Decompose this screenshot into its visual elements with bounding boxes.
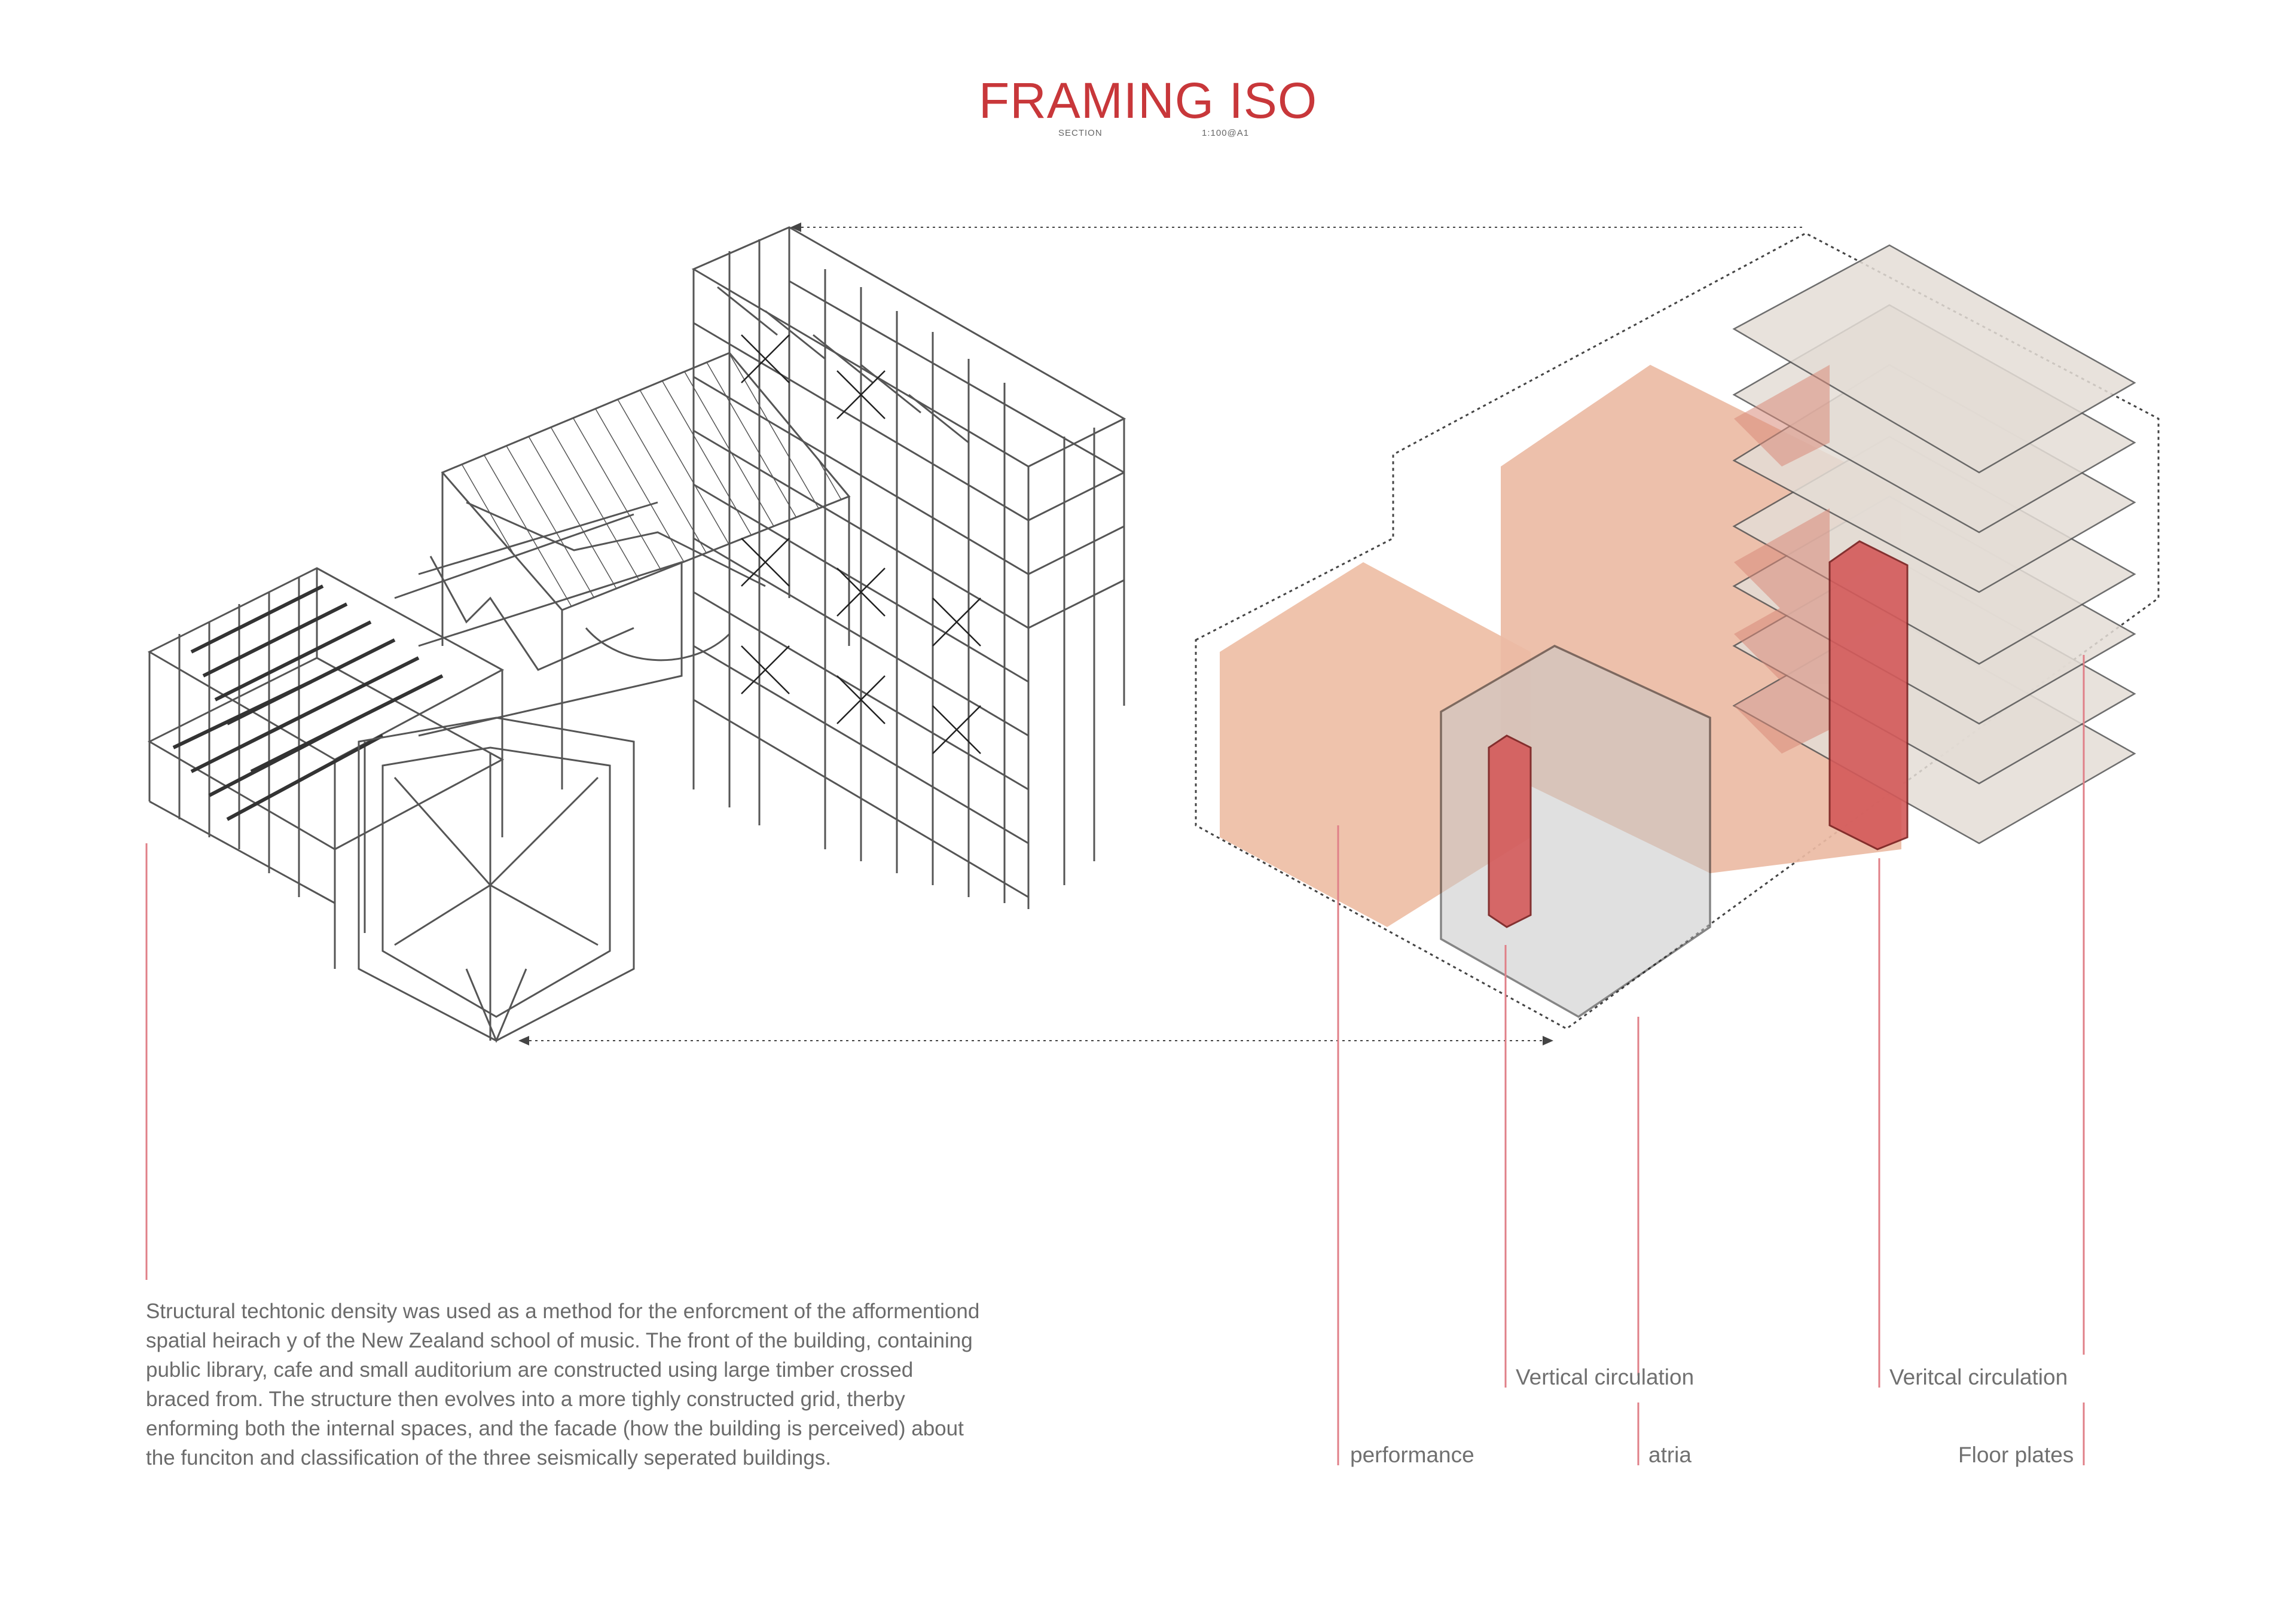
framing-iso-structure [147,226,1126,1043]
vertical-circulation-core-1 [1488,734,1532,928]
site-boundary [1195,232,2160,1030]
dimension-lines [523,227,1806,1041]
atria-volume [1440,645,1711,1019]
label-veritcal-circulation: Veritcal circulation [1889,1365,2068,1389]
rafter-roof [441,352,851,789]
front-roof-joists [172,584,444,821]
label-performance: performance [1350,1443,1474,1467]
program-diagram [1195,232,2160,1030]
front-building-frame [147,567,505,969]
label-atria: atria [1648,1443,1692,1467]
grid-tower-frame [691,226,1126,909]
dimension-arrowheads [518,222,1553,1045]
vertical-circulation-core-2 [1828,540,1909,850]
drawing-title: FRAMING ISO [978,72,1318,129]
section-label: SECTION [1058,128,1103,138]
description-paragraph: Structural techtonic density was used as… [146,1300,980,1469]
grid-tower-bracing [741,334,981,754]
scale-label: 1:100@A1 [1202,128,1250,138]
label-vertical-circulation: Vertical circulation [1516,1365,1694,1389]
floor-plate-overlaps [1734,365,1830,754]
label-floor-plates: Floor plates [1958,1443,2074,1467]
leader-lines [145,655,2085,1465]
auditorium-braced-frame [358,501,683,1043]
